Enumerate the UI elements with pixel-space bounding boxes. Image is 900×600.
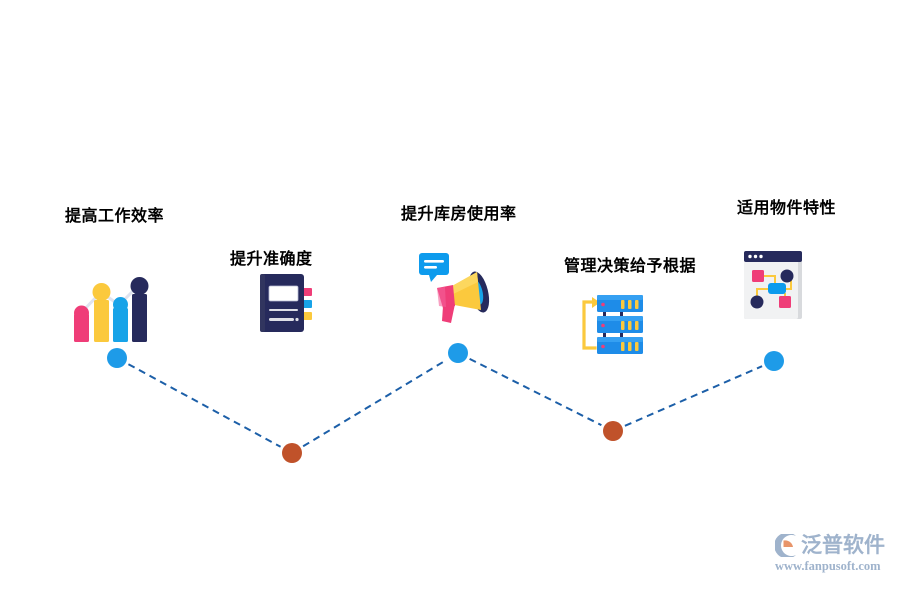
notebook-icon: [252, 266, 324, 343]
label-accuracy: 提升准确度: [230, 251, 313, 268]
label-warehouse-usage: 提升库房使用率: [401, 206, 517, 223]
timeline-node-4: [603, 421, 623, 441]
watermark-url: www.fanpusoft.com: [775, 559, 881, 573]
bar-chart-icon: [70, 268, 150, 353]
label-object-properties: 适用物件特性: [737, 200, 837, 217]
server-rack-icon: [575, 294, 645, 361]
watermark: 泛普软件 www.fanpusoft.com: [775, 534, 893, 592]
flowchart-window-icon: [741, 249, 805, 326]
timeline-node-3: [448, 343, 468, 363]
megaphone-icon: [415, 248, 495, 333]
label-decision-basis: 管理决策给予根据: [564, 258, 697, 275]
timeline-node-5: [764, 351, 784, 371]
label-efficiency: 提高工作效率: [65, 208, 165, 225]
watermark-brand: 泛普软件: [801, 534, 885, 557]
fanpu-swoosh-logo: [775, 534, 796, 557]
timeline-node-2: [282, 443, 302, 463]
